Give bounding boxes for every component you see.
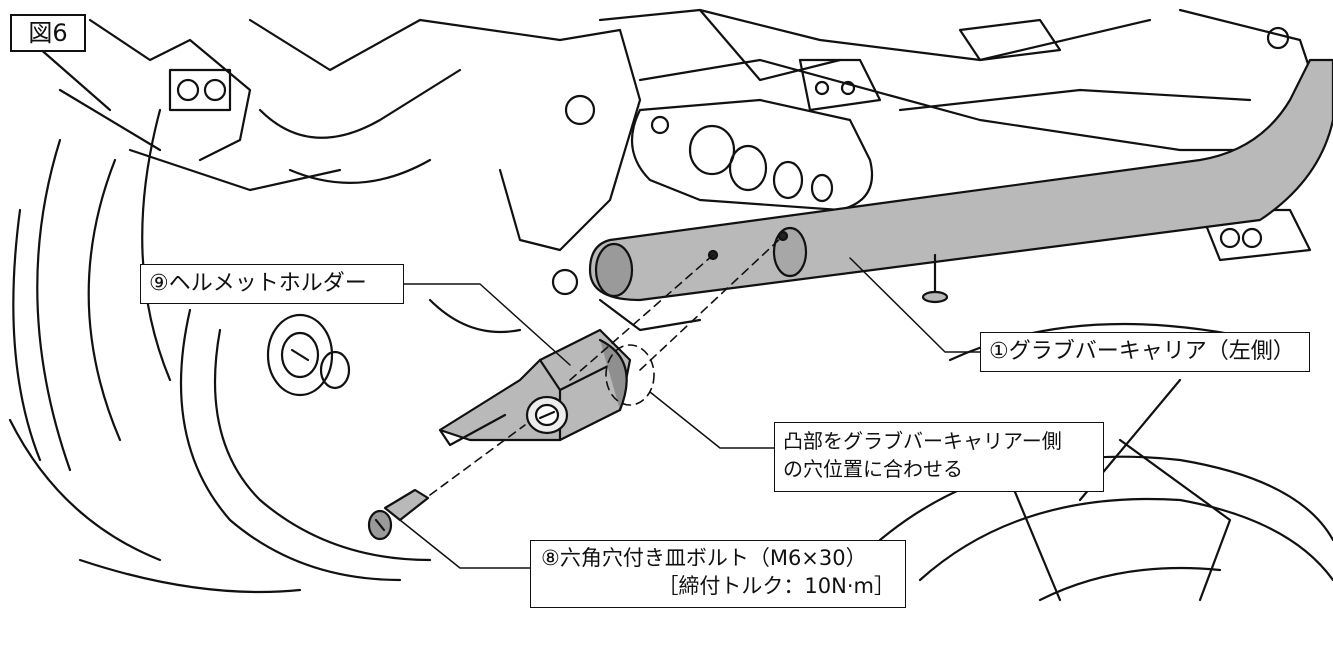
helmet-holder-part — [438, 328, 632, 447]
alignment-note-line2: の穴位置に合わせる — [783, 457, 963, 481]
callout-alignment-note: 凸部をグラブバーキャリアー側 の穴位置に合わせる — [774, 422, 1104, 492]
countersunk-bolt — [367, 488, 430, 541]
rear-wheel-left — [8, 108, 172, 562]
callout-helmet-holder: ⑨ヘルメットホルダー — [140, 264, 404, 304]
seat-lock — [266, 313, 351, 397]
frame-upper-left — [28, 18, 462, 192]
callout-grab-bar-carrier: ①グラブバーキャリア（左側） — [980, 332, 1310, 372]
mudguard — [78, 298, 702, 594]
callout-bolt: ⑧六角穴付き皿ボルト（M6×30） ［締付トルク：10N·m］ — [530, 540, 906, 608]
bolt-torque-label: ［締付トルク：10N·m］ — [657, 574, 895, 598]
figure-label: 図6 — [10, 14, 86, 52]
grab-bar-carrier — [588, 58, 1333, 304]
alignment-note-line1: 凸部をグラブバーキャリアー側 — [783, 429, 1062, 453]
grab-bar-carrier-label: ①グラブバーキャリア（左側） — [989, 339, 1295, 364]
bolt-name-label: ⑧六角穴付き皿ボルト（M6×30） — [541, 546, 867, 570]
frame-body — [418, 8, 1312, 262]
helmet-holder-label: ⑨ヘルメットホルダー — [149, 271, 367, 296]
assembly-guides — [429, 235, 784, 496]
leader-lines — [399, 257, 981, 569]
